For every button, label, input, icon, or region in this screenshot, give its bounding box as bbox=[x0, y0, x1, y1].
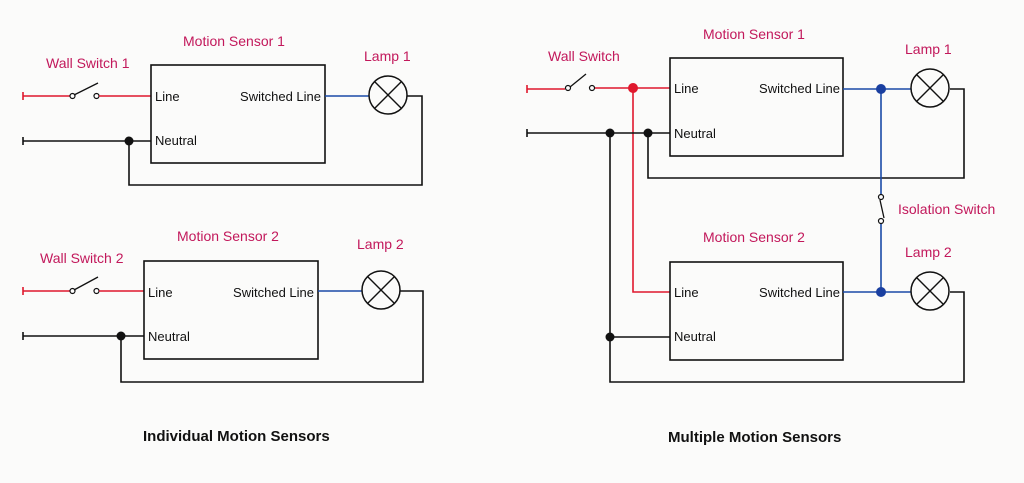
lamp-1-icon bbox=[910, 68, 950, 108]
lamp-return-wire bbox=[120, 290, 424, 383]
wall-switch-1-label: Wall Switch 1 bbox=[46, 55, 130, 71]
lamp-2-label: Lamp 2 bbox=[357, 236, 404, 252]
line-junction bbox=[628, 83, 638, 93]
line-wire-to-sensor-2 bbox=[632, 88, 670, 293]
motion-sensor-1-label: Motion Sensor 1 bbox=[703, 26, 805, 42]
isolation-switch-icon bbox=[877, 193, 885, 225]
lamp-2-icon bbox=[910, 271, 950, 311]
terminal-line: Line bbox=[148, 285, 173, 300]
wall-switch-label: Wall Switch bbox=[548, 48, 620, 64]
lamp-return-wire bbox=[128, 95, 423, 186]
wall-switch-icon bbox=[564, 73, 596, 92]
individual-circuit-2: Wall Switch 2 Motion Sensor 2 Lamp 2 Lin… bbox=[22, 228, 424, 383]
wall-switch-2-icon bbox=[69, 276, 100, 295]
terminal-switched-line: Switched Line bbox=[759, 285, 840, 300]
terminal-line: Line bbox=[674, 285, 699, 300]
motion-sensor-2-label: Motion Sensor 2 bbox=[703, 229, 805, 245]
terminal-neutral: Neutral bbox=[148, 329, 190, 344]
terminal-switched-line: Switched Line bbox=[240, 89, 321, 104]
switched-junction bbox=[876, 84, 886, 94]
lamp-1-icon bbox=[368, 75, 408, 115]
individual-title: Individual Motion Sensors bbox=[143, 428, 330, 445]
motion-sensor-1-box bbox=[150, 64, 326, 164]
terminal-neutral: Neutral bbox=[674, 126, 716, 141]
lamp-1-label: Lamp 1 bbox=[905, 41, 952, 57]
motion-sensor-1-label: Motion Sensor 1 bbox=[183, 33, 285, 49]
terminal-line: Line bbox=[674, 81, 699, 96]
neutral-return-wire-1 bbox=[647, 88, 965, 179]
wall-switch-2-label: Wall Switch 2 bbox=[40, 250, 124, 266]
motion-sensor-2-box bbox=[669, 261, 844, 361]
motion-sensor-1-box bbox=[669, 57, 844, 157]
wall-switch-1-icon bbox=[69, 82, 100, 100]
terminal-neutral: Neutral bbox=[155, 133, 197, 148]
neutral-junction bbox=[124, 136, 134, 146]
terminal-neutral: Neutral bbox=[674, 329, 716, 344]
lamp-1-label: Lamp 1 bbox=[364, 48, 411, 64]
neutral-junction bbox=[116, 331, 126, 341]
neutral-return-wire-2 bbox=[609, 133, 965, 383]
individual-circuit-1: Wall Switch 1 Motion Sensor 1 Lamp 1 Lin… bbox=[22, 33, 423, 186]
lamp-2-icon bbox=[361, 270, 401, 310]
isolation-switch-label: Isolation Switch bbox=[898, 201, 995, 217]
multiple-circuit: Wall Switch Motion Sensor 1 Lamp 1 Isola… bbox=[526, 26, 995, 383]
terminal-switched-line: Switched Line bbox=[233, 285, 314, 300]
motion-sensor-2-box bbox=[143, 260, 319, 360]
terminal-line: Line bbox=[155, 89, 180, 104]
switched-junction bbox=[876, 287, 886, 297]
lamp-2-label: Lamp 2 bbox=[905, 244, 952, 260]
motion-sensor-2-label: Motion Sensor 2 bbox=[177, 228, 279, 244]
terminal-switched-line: Switched Line bbox=[759, 81, 840, 96]
multiple-title: Multiple Motion Sensors bbox=[668, 429, 841, 446]
neutral-junction bbox=[605, 332, 615, 342]
